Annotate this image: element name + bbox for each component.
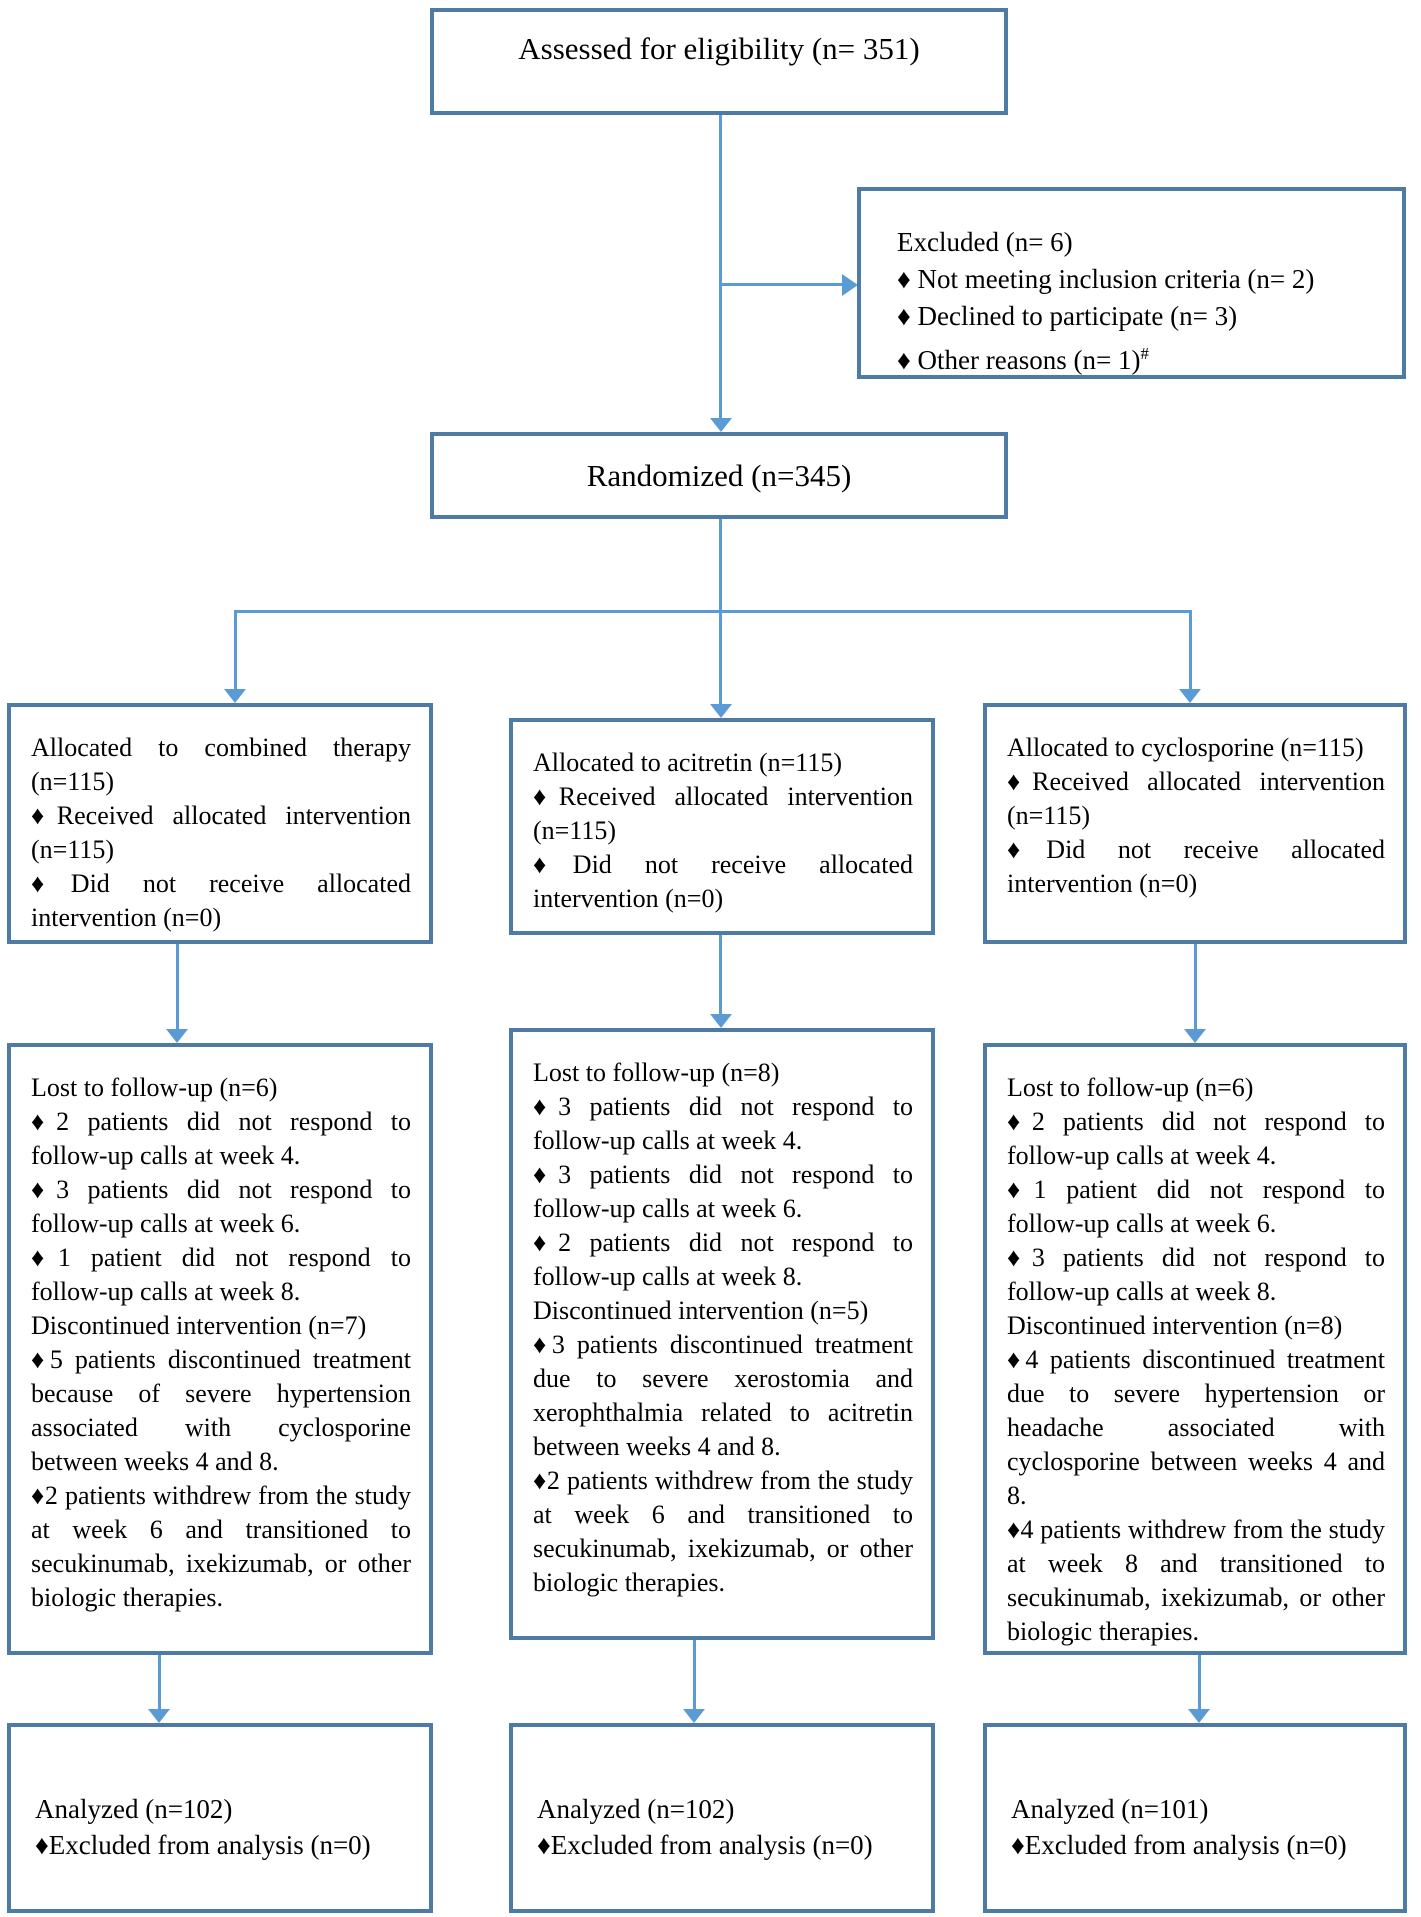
box-followup-cyclosporine: Lost to follow-up (n=6) ♦2 patients did … bbox=[983, 1043, 1407, 1655]
fu-combined-item-week4: ♦2 patients did not respond to follow-up… bbox=[31, 1107, 411, 1170]
box-assessed-eligibility: Assessed for eligibility (n= 351) bbox=[430, 8, 1008, 115]
excluded-item-declined: ♦ Declined to participate (n= 3) bbox=[897, 301, 1238, 331]
alloc-cyclosporine-received: ♦Received allocated intervention (n=115) bbox=[1007, 767, 1385, 830]
connector-randomized-stem bbox=[719, 519, 722, 612]
fu-combined-title: Lost to follow-up (n=6) bbox=[31, 1073, 278, 1102]
fu-cyclosporine-discontinued-item: ♦4 patients discontinued treatment due t… bbox=[1007, 1345, 1385, 1510]
alloc-acitretin-received: ♦Received allocated intervention (n=115) bbox=[533, 782, 913, 845]
arrowhead-to-analyzed-combined bbox=[148, 1709, 170, 1723]
fu-cyclosporine-title: Lost to follow-up (n=6) bbox=[1007, 1073, 1254, 1102]
arrowhead-to-excluded bbox=[842, 274, 858, 296]
box-analyzed-acitretin: Analyzed (n=102) ♦Excluded from analysis… bbox=[509, 1723, 935, 1913]
fu-acitretin-discontinued-title: Discontinued intervention (n=5) bbox=[533, 1296, 869, 1325]
connector-followup-to-analyzed-combined bbox=[158, 1655, 161, 1709]
fu-acitretin-item-week8: ♦2 patients did not respond to follow-up… bbox=[533, 1228, 913, 1291]
connector-allocation-crossbar bbox=[235, 610, 1192, 613]
box-allocation-combined-therapy: Allocated to combined therapy (n=115) ♦R… bbox=[7, 703, 433, 944]
alloc-cyclosporine-not-received: ♦Did not receive allocated intervention … bbox=[1007, 835, 1385, 898]
connector-drop-cyclosporine bbox=[1189, 610, 1192, 689]
connector-branch-to-excluded-line bbox=[721, 283, 842, 286]
excluded-item-other-reasons: ♦ Other reasons (n= 1)# bbox=[897, 335, 1392, 379]
box-excluded: Excluded (n= 6) ♦ Not meeting inclusion … bbox=[857, 187, 1406, 379]
box-followup-acitretin: Lost to follow-up (n=8) ♦3 patients did … bbox=[509, 1028, 935, 1640]
alloc-acitretin-not-received: ♦Did not receive allocated intervention … bbox=[533, 850, 913, 913]
alloc-cyclosporine-title: Allocated to cyclosporine (n=115) bbox=[1007, 733, 1364, 762]
fu-cyclosporine-item-week8: ♦3 patients did not respond to follow-up… bbox=[1007, 1243, 1385, 1306]
connector-drop-acitretin bbox=[719, 610, 722, 704]
assessed-label: Assessed for eligibility (n= 351) bbox=[518, 30, 920, 66]
fu-cyclosporine-item-week4: ♦2 patients did not respond to follow-up… bbox=[1007, 1107, 1385, 1170]
arrowhead-to-randomized bbox=[710, 418, 732, 432]
fu-cyclosporine-discontinued-title: Discontinued intervention (n=8) bbox=[1007, 1311, 1343, 1340]
connector-alloc-to-followup-acitretin bbox=[719, 935, 722, 1014]
arrowhead-to-followup-combined bbox=[166, 1029, 188, 1043]
fu-combined-item-week8: ♦1 patient did not respond to follow-up … bbox=[31, 1243, 411, 1306]
fu-acitretin-withdrew-item: ♦2 patients withdrew from the study at w… bbox=[533, 1466, 913, 1597]
fu-combined-discontinued-title: Discontinued intervention (n=7) bbox=[31, 1311, 367, 1340]
fu-acitretin-discontinued-item: ♦3 patients discontinued treatment due t… bbox=[533, 1330, 913, 1461]
connector-assessed-to-randomized-line bbox=[719, 115, 722, 419]
alloc-combined-not-received: ♦Did not receive allocated intervention … bbox=[31, 869, 411, 932]
analyzed-cyclosporine-excluded: ♦Excluded from analysis (n=0) bbox=[1011, 1830, 1347, 1860]
connector-alloc-to-followup-combined bbox=[176, 944, 179, 1029]
connector-drop-combined bbox=[234, 610, 237, 689]
excluded-footnote-mark: # bbox=[1140, 344, 1149, 363]
box-randomized: Randomized (n=345) bbox=[430, 432, 1008, 519]
box-allocation-acitretin: Allocated to acitretin (n=115) ♦Received… bbox=[509, 718, 935, 935]
analyzed-acitretin-count: Analyzed (n=102) bbox=[537, 1794, 735, 1824]
arrowhead-to-alloc-combined bbox=[224, 689, 246, 703]
alloc-acitretin-title: Allocated to acitretin (n=115) bbox=[533, 748, 842, 777]
analyzed-acitretin-excluded: ♦Excluded from analysis (n=0) bbox=[537, 1830, 873, 1860]
fu-combined-discontinued-item: ♦5 patients discontinued treatment becau… bbox=[31, 1345, 411, 1476]
analyzed-cyclosporine-count: Analyzed (n=101) bbox=[1011, 1794, 1209, 1824]
analyzed-combined-count: Analyzed (n=102) bbox=[35, 1794, 233, 1824]
fu-cyclosporine-item-week6: ♦1 patient did not respond to follow-up … bbox=[1007, 1175, 1385, 1238]
alloc-combined-received: ♦Received allocated intervention (n=115) bbox=[31, 801, 411, 864]
excluded-item-other-reasons-text: ♦ Other reasons (n= 1) bbox=[897, 345, 1141, 375]
excluded-title: Excluded (n= 6) bbox=[897, 227, 1073, 257]
excluded-item-inclusion: ♦ Not meeting inclusion criteria (n= 2) bbox=[897, 264, 1315, 294]
arrowhead-to-followup-acitretin bbox=[710, 1014, 732, 1028]
box-analyzed-combined-therapy: Analyzed (n=102) ♦Excluded from analysis… bbox=[7, 1723, 433, 1913]
arrowhead-to-followup-cyclosporine bbox=[1184, 1029, 1206, 1043]
connector-followup-to-analyzed-acitretin bbox=[693, 1640, 696, 1709]
randomized-label: Randomized (n=345) bbox=[586, 457, 852, 493]
alloc-combined-title: Allocated to combined therapy (n=115) bbox=[31, 733, 411, 796]
fu-combined-withdrew-item: ♦2 patients withdrew from the study at w… bbox=[31, 1481, 411, 1612]
connector-alloc-to-followup-cyclosporine bbox=[1194, 944, 1197, 1029]
connector-followup-to-analyzed-cyclosporine bbox=[1198, 1655, 1201, 1709]
fu-acitretin-item-week6: ♦3 patients did not respond to follow-up… bbox=[533, 1160, 913, 1223]
fu-cyclosporine-withdrew-item: ♦4 patients withdrew from the study at w… bbox=[1007, 1515, 1385, 1646]
box-followup-combined-therapy: Lost to follow-up (n=6) ♦2 patients did … bbox=[7, 1043, 433, 1655]
arrowhead-to-alloc-cyclosporine bbox=[1179, 689, 1201, 703]
analyzed-combined-excluded: ♦Excluded from analysis (n=0) bbox=[35, 1830, 371, 1860]
arrowhead-to-alloc-acitretin bbox=[710, 704, 732, 718]
arrowhead-to-analyzed-acitretin bbox=[683, 1709, 705, 1723]
arrowhead-to-analyzed-cyclosporine bbox=[1188, 1709, 1210, 1723]
box-analyzed-cyclosporine: Analyzed (n=101) ♦Excluded from analysis… bbox=[983, 1723, 1407, 1913]
box-allocation-cyclosporine: Allocated to cyclosporine (n=115) ♦Recei… bbox=[983, 703, 1407, 944]
fu-combined-item-week6: ♦3 patients did not respond to follow-up… bbox=[31, 1175, 411, 1238]
fu-acitretin-title: Lost to follow-up (n=8) bbox=[533, 1058, 780, 1087]
fu-acitretin-item-week4: ♦3 patients did not respond to follow-up… bbox=[533, 1092, 913, 1155]
